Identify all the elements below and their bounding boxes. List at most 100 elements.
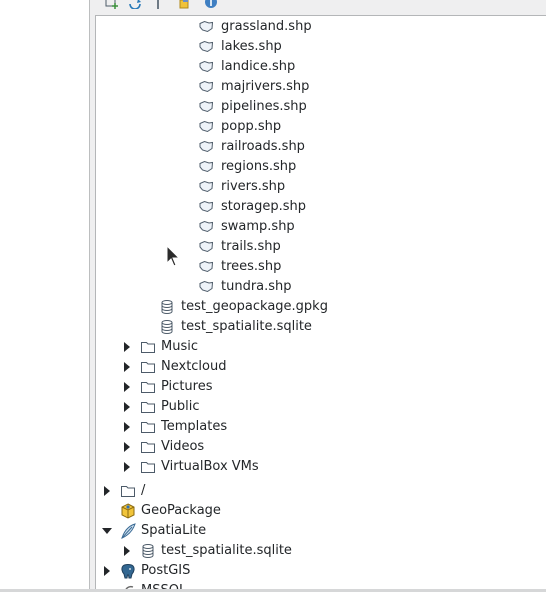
tree-item-shapefile[interactable]: regions.shp — [96, 157, 546, 177]
folder-icon — [140, 459, 156, 475]
expand-arrow-icon[interactable] — [122, 546, 132, 556]
folder-icon — [140, 439, 156, 455]
polygon-layer-icon — [198, 199, 214, 215]
folder-icon — [140, 419, 156, 435]
tree-item-label: / — [141, 483, 146, 498]
expand-arrow-icon[interactable] — [102, 486, 112, 496]
folder-icon — [140, 399, 156, 415]
tree-item-shapefile[interactable]: popp.shp — [96, 117, 546, 137]
polygon-layer-icon — [198, 19, 214, 35]
polygon-layer-icon — [198, 99, 214, 115]
folder-icon — [140, 359, 156, 375]
tree-item-shapefile[interactable]: railroads.shp — [96, 137, 546, 157]
database-icon — [159, 299, 175, 315]
tree-item-shapefile[interactable]: trees.shp — [96, 257, 546, 277]
tree-item-shapefile[interactable]: majrivers.shp — [96, 77, 546, 97]
tree-item-folder[interactable]: Pictures — [96, 377, 546, 397]
expand-arrow-icon[interactable] — [122, 382, 132, 392]
tree-item-shapefile[interactable]: lakes.shp — [96, 37, 546, 57]
browser-tree[interactable]: grassland.shp lakes.shp landice.shp majr… — [95, 15, 546, 592]
folder-icon — [140, 339, 156, 355]
tree-item-label: Music — [161, 339, 198, 354]
expand-arrow-icon[interactable] — [122, 342, 132, 352]
tree-item-label: landice.shp — [221, 59, 296, 74]
tree-item-spatialite-db[interactable]: test_spatialite.sqlite — [96, 541, 546, 561]
tree-item-root[interactable]: / — [96, 481, 546, 501]
tree-item-spatialite[interactable]: SpatiaLite — [96, 521, 546, 541]
polygon-layer-icon — [198, 119, 214, 135]
info-button[interactable] — [203, 0, 219, 10]
filter-button[interactable] — [151, 0, 167, 10]
tree-item-folder[interactable]: Templates — [96, 417, 546, 437]
folder-icon — [140, 379, 156, 395]
add-layer-button[interactable] — [104, 0, 120, 10]
add-layer-icon — [105, 0, 118, 9]
refresh-icon — [129, 0, 141, 9]
tree-item-shapefile[interactable]: storagep.shp — [96, 197, 546, 217]
database-icon — [159, 319, 175, 335]
tree-item-label: swamp.shp — [221, 219, 295, 234]
tree-item-label: regions.shp — [221, 159, 297, 174]
tree-item-label: test_spatialite.sqlite — [181, 319, 312, 334]
tree-item-shapefile[interactable]: trails.shp — [96, 237, 546, 257]
tree-item-postgis[interactable]: PostGIS — [96, 561, 546, 581]
tree-item-shapefile[interactable]: pipelines.shp — [96, 97, 546, 117]
mouse-cursor-icon — [166, 244, 181, 267]
browser-panel: grassland.shp lakes.shp landice.shp majr… — [90, 0, 546, 592]
expand-arrow-icon[interactable] — [122, 422, 132, 432]
tree-item-folder[interactable]: Nextcloud — [96, 357, 546, 377]
polygon-layer-icon — [198, 179, 214, 195]
tree-item-folder[interactable]: Videos — [96, 437, 546, 457]
tree-item-label: Templates — [161, 419, 228, 434]
tree-item-label: test_spatialite.sqlite — [161, 543, 292, 558]
expand-arrow-icon[interactable] — [122, 362, 132, 372]
tree-item-shapefile[interactable]: grassland.shp — [96, 17, 546, 37]
tree-item-label: test_geopackage.gpkg — [181, 299, 328, 314]
expand-arrow-icon[interactable] — [102, 566, 112, 576]
browser-toolbar — [90, 0, 546, 15]
tree-item-shapefile[interactable]: landice.shp — [96, 57, 546, 77]
geopackage-icon — [120, 503, 136, 519]
tree-item-label: PostGIS — [141, 563, 191, 578]
tree-item-label: trails.shp — [221, 239, 281, 254]
polygon-layer-icon — [198, 79, 214, 95]
tree-item-geopackage[interactable]: GeoPackage — [96, 501, 546, 521]
tree-item-database[interactable]: test_geopackage.gpkg — [96, 297, 546, 317]
tree-item-label: trees.shp — [221, 259, 282, 274]
info-icon — [205, 0, 217, 8]
tree-item-label: pipelines.shp — [221, 99, 307, 114]
polygon-layer-icon — [198, 219, 214, 235]
refresh-button[interactable] — [127, 0, 143, 10]
tree-item-label: lakes.shp — [221, 39, 282, 54]
tree-item-folder[interactable]: Music — [96, 337, 546, 357]
tree-item-folder[interactable]: VirtualBox VMs — [96, 457, 546, 477]
status-bar-edge — [0, 589, 546, 592]
polygon-layer-icon — [198, 239, 214, 255]
polygon-layer-icon — [198, 159, 214, 175]
tree-item-label: popp.shp — [221, 119, 282, 134]
panel-splitter[interactable] — [89, 0, 90, 592]
polygon-layer-icon — [198, 139, 214, 155]
folder-icon — [120, 483, 136, 499]
tree-item-label: tundra.shp — [221, 279, 292, 294]
polygon-layer-icon — [198, 279, 214, 295]
expand-arrow-icon[interactable] — [122, 402, 132, 412]
tree-item-label: railroads.shp — [221, 139, 305, 154]
tree-item-database[interactable]: test_spatialite.sqlite — [96, 317, 546, 337]
tree-item-shapefile[interactable]: tundra.shp — [96, 277, 546, 297]
tree-item-label: Public — [161, 399, 200, 414]
tree-item-shapefile[interactable]: rivers.shp — [96, 177, 546, 197]
collapse-arrow-icon[interactable] — [102, 526, 112, 536]
tree-item-label: Videos — [161, 439, 205, 454]
filter-icon — [157, 0, 159, 9]
tree-item-label: MSSQL — [141, 583, 187, 592]
spatialite-feather-icon — [120, 523, 136, 539]
tree-item-shapefile[interactable]: swamp.shp — [96, 217, 546, 237]
tree-item-label: SpatiaLite — [141, 523, 207, 538]
tree-item-label: grassland.shp — [221, 19, 312, 34]
expand-arrow-icon[interactable] — [122, 462, 132, 472]
tree-item-folder[interactable]: Public — [96, 397, 546, 417]
tree-item-label: GeoPackage — [141, 503, 221, 518]
collapse-all-button[interactable] — [176, 0, 192, 10]
expand-arrow-icon[interactable] — [122, 442, 132, 452]
